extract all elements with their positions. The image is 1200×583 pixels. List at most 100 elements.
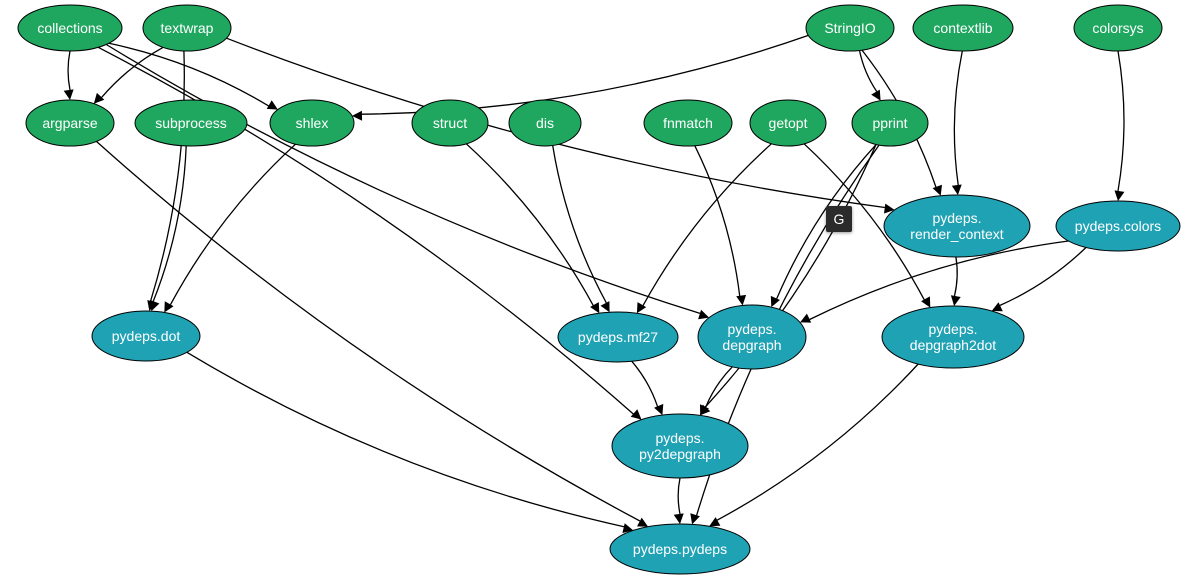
edge-subprocess-to-dot bbox=[152, 145, 187, 302]
node-colors[interactable]: pydeps.colors bbox=[1055, 200, 1181, 252]
node-label-getopt: getopt bbox=[769, 115, 808, 131]
node-depgraph2dot[interactable]: pydeps.depgraph2dot bbox=[881, 305, 1025, 369]
arrowhead-dot-to-pydeps bbox=[622, 523, 634, 533]
edge-colors-to-depgraph2dot bbox=[999, 246, 1087, 306]
node-label-collections: collections bbox=[37, 20, 102, 36]
arrowhead-fnmatch-to-depgraph bbox=[736, 294, 747, 306]
arrowhead-contextlib-to-render_context bbox=[951, 184, 962, 195]
arrowhead-StringIO-to-pprint bbox=[871, 89, 881, 101]
arrowhead-struct-to-mf27 bbox=[590, 302, 600, 314]
node-shape-StringIO bbox=[805, 4, 895, 52]
node-label-depgraph-line2: depgraph bbox=[722, 337, 781, 353]
node-label-contextlib: contextlib bbox=[933, 20, 992, 36]
arrowhead-depgraph2dot-to-pydeps bbox=[709, 517, 721, 527]
node-label-mf27: pydeps.mf27 bbox=[578, 329, 658, 345]
node-struct[interactable]: struct bbox=[411, 99, 489, 147]
edge-collections-to-depgraph bbox=[105, 43, 701, 315]
node-label-argparse: argparse bbox=[42, 115, 97, 131]
arrowhead-render_context-to-depgraph2dot bbox=[950, 295, 961, 306]
arrowhead-colorsys-to-colors bbox=[1114, 190, 1125, 201]
arrowhead-textwrap-to-argparse bbox=[93, 92, 105, 104]
arrowhead-collections-to-argparse bbox=[63, 89, 74, 100]
arrowhead-collections-to-depgraph bbox=[698, 309, 710, 320]
node-contextlib[interactable]: contextlib bbox=[912, 4, 1014, 52]
node-py2depgraph[interactable]: pydeps.py2depgraph bbox=[611, 413, 749, 479]
arrowhead-getopt-to-mf27 bbox=[636, 302, 647, 314]
node-label-render_context-line1: pydeps. bbox=[932, 210, 981, 226]
node-label-dis: dis bbox=[536, 115, 554, 131]
edge-py2depgraph-to-pydeps bbox=[677, 477, 681, 515]
edge-struct-to-mf27 bbox=[465, 143, 594, 306]
edge-StringIO-to-shlex bbox=[361, 34, 809, 115]
node-shape-pprint bbox=[851, 99, 929, 147]
edge-textwrap-to-dot bbox=[149, 50, 185, 302]
edge-collections-to-shlex bbox=[108, 42, 269, 107]
node-shape-render_context bbox=[883, 194, 1031, 258]
node-label-depgraph2dot-line2: depgraph2dot bbox=[910, 337, 997, 353]
node-label-depgraph2dot-line1: pydeps. bbox=[928, 321, 977, 337]
node-argparse[interactable]: argparse bbox=[25, 99, 115, 147]
node-label-py2depgraph-line1: pydeps. bbox=[655, 430, 704, 446]
node-dis[interactable]: dis bbox=[508, 99, 582, 147]
arrowhead-collections-to-shlex bbox=[266, 100, 278, 110]
node-StringIO[interactable]: StringIO bbox=[805, 4, 895, 52]
edge-getopt-to-depgraph2dot bbox=[803, 143, 925, 301]
node-pprint[interactable]: pprint bbox=[851, 99, 929, 147]
arrowhead-colors-to-depgraph bbox=[800, 313, 812, 323]
node-depgraph[interactable]: pydeps.depgraph bbox=[697, 304, 807, 370]
node-dot[interactable]: pydeps.dot bbox=[91, 310, 201, 362]
edge-shlex-to-dot bbox=[169, 143, 296, 305]
edge-collections-to-argparse bbox=[67, 50, 71, 91]
arrowhead-getopt-to-depgraph2dot bbox=[921, 296, 931, 308]
node-pydeps[interactable]: pydeps.pydeps bbox=[609, 523, 751, 575]
arrowhead-mf27-to-py2depgraph bbox=[654, 403, 664, 416]
node-label-depgraph-line1: pydeps. bbox=[727, 321, 776, 337]
edges-layer bbox=[63, 34, 1125, 533]
edge-fnmatch-to-depgraph bbox=[694, 145, 741, 296]
arrowhead-dis-to-mf27 bbox=[600, 301, 610, 313]
edge-colorsys-to-colors bbox=[1117, 50, 1125, 192]
node-textwrap[interactable]: textwrap bbox=[142, 4, 232, 52]
node-label-render_context-line2: render_context bbox=[910, 226, 1004, 242]
arrowhead-argparse-to-pydeps bbox=[637, 517, 649, 527]
node-render_context[interactable]: pydeps.render_context bbox=[883, 194, 1031, 258]
edge-pprint-to-py2depgraph bbox=[704, 144, 877, 408]
arrowhead-py2depgraph-to-pydeps bbox=[673, 513, 684, 524]
node-shape-fnmatch bbox=[643, 99, 733, 147]
edge-textwrap-to-argparse bbox=[101, 46, 164, 98]
edge-depgraph-to-py2depgraph bbox=[705, 366, 733, 408]
node-label-dot: pydeps.dot bbox=[112, 328, 181, 344]
arrowhead-StringIO-to-shlex bbox=[352, 110, 363, 121]
node-shape-argparse bbox=[25, 99, 115, 147]
node-shape-depgraph2dot bbox=[881, 305, 1025, 369]
node-shape-collections bbox=[17, 4, 123, 52]
node-collections[interactable]: collections bbox=[17, 4, 123, 52]
node-label-colors: pydeps.colors bbox=[1075, 218, 1161, 234]
arrowhead-depgraph-to-py2depgraph bbox=[700, 404, 709, 416]
edge-dot-to-pydeps bbox=[186, 351, 625, 528]
node-shape-textwrap bbox=[142, 4, 232, 52]
arrowhead-textwrap-to-render_context bbox=[884, 203, 895, 214]
node-shlex[interactable]: shlex bbox=[269, 99, 355, 147]
node-colorsys[interactable]: colorsys bbox=[1073, 4, 1163, 52]
node-label-pprint: pprint bbox=[872, 115, 907, 131]
node-shape-contextlib bbox=[912, 4, 1014, 52]
node-shape-shlex bbox=[269, 99, 355, 147]
edge-dis-to-mf27 bbox=[552, 145, 607, 304]
node-shape-subprocess bbox=[134, 99, 248, 147]
node-label-py2depgraph-line2: py2depgraph bbox=[639, 446, 721, 462]
arrowhead-subprocess-to-dot bbox=[150, 300, 160, 312]
node-shape-struct bbox=[411, 99, 489, 147]
node-subprocess[interactable]: subprocess bbox=[134, 99, 248, 147]
node-mf27[interactable]: pydeps.mf27 bbox=[557, 311, 679, 363]
edge-mf27-to-py2depgraph bbox=[631, 360, 659, 407]
node-fnmatch[interactable]: fnmatch bbox=[643, 99, 733, 147]
node-label-fnmatch: fnmatch bbox=[663, 115, 713, 131]
edge-colors-to-depgraph bbox=[809, 240, 1069, 321]
g-badge[interactable]: G bbox=[826, 206, 852, 232]
node-getopt[interactable]: getopt bbox=[749, 99, 827, 147]
edge-collections-to-py2depgraph bbox=[97, 46, 634, 415]
arrowhead-colors-to-depgraph2dot bbox=[991, 302, 1003, 312]
edge-contextlib-to-render_context bbox=[953, 50, 963, 186]
